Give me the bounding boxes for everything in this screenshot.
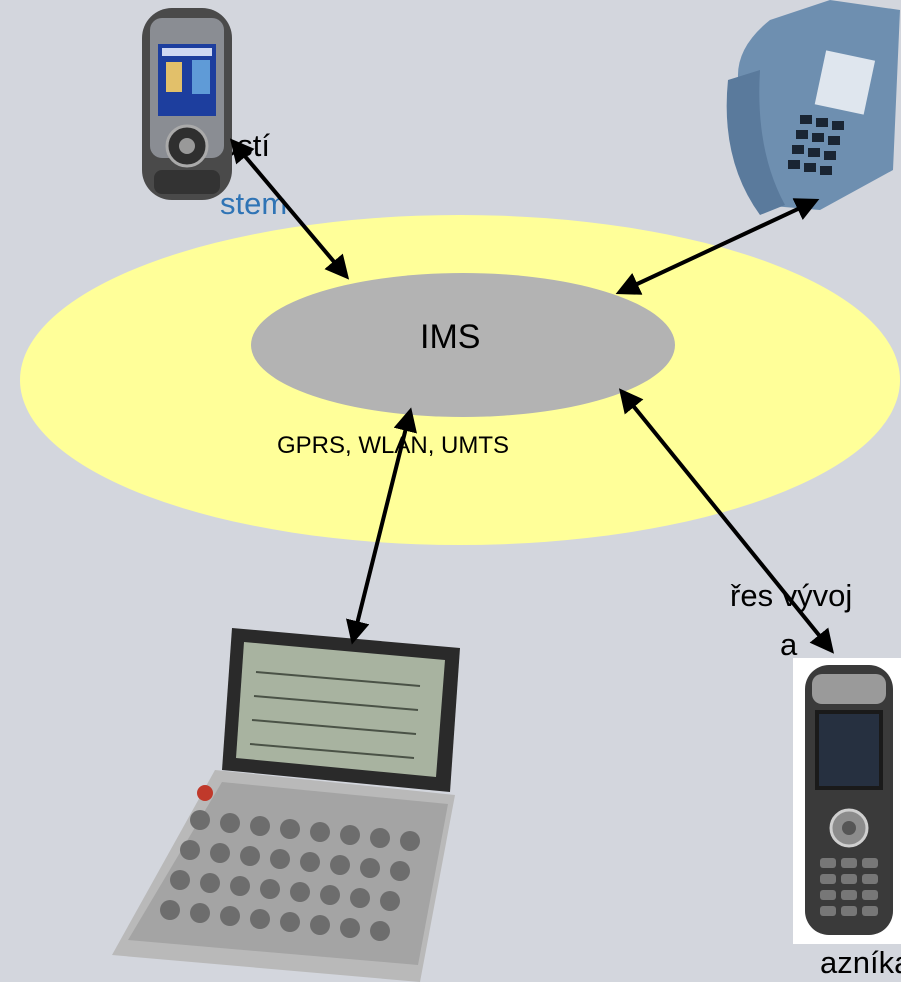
mobile-phone-icon bbox=[793, 658, 901, 944]
ims-core-label: IMS bbox=[420, 318, 481, 356]
arrow-desk-phone-ims bbox=[615, 198, 820, 295]
desk-phone-icon bbox=[726, 0, 900, 215]
handheld-pc-icon bbox=[112, 628, 460, 982]
ims-core-ellipse bbox=[251, 273, 675, 417]
access-networks-label: GPRS, WLAN, UMTS bbox=[277, 432, 510, 459]
arrow-mobile-phone-ims bbox=[618, 388, 835, 654]
arrow-feature-phone-ims bbox=[229, 138, 350, 280]
feature-phone-icon bbox=[142, 8, 232, 200]
arrow-handheld-pc-ims bbox=[346, 407, 417, 645]
bg-text-line6: azníka bbox=[820, 945, 901, 980]
